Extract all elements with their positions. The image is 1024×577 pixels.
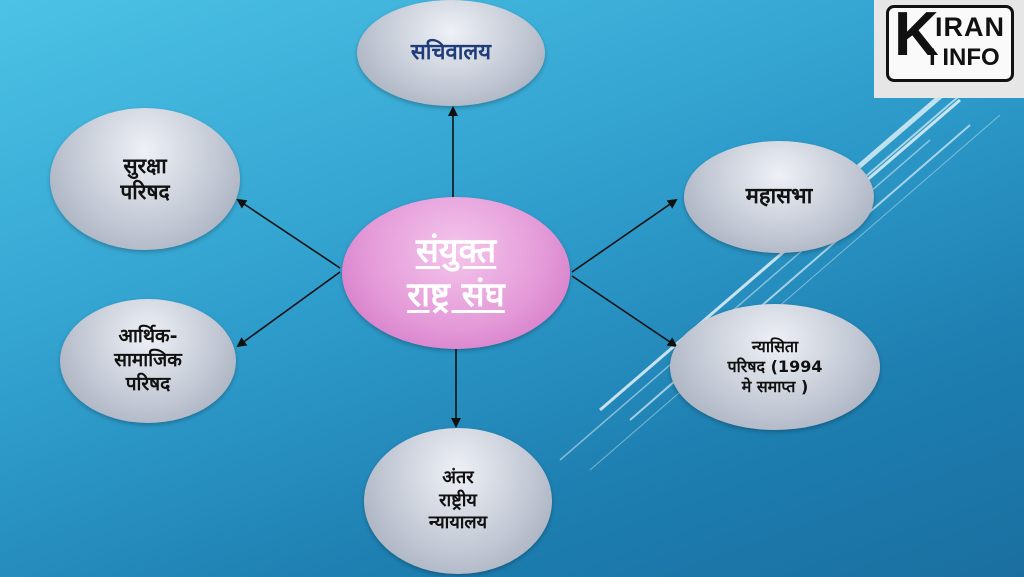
node-united-nations: संयुक्त राष्ट्र संघ [342, 197, 570, 349]
logo-letter-k: K [894, 0, 939, 69]
center-title-line2: राष्ट्र संघ [407, 275, 505, 315]
arrow-to-ecosoc [236, 271, 341, 348]
node-secretariat-label: सचिवालय [410, 40, 492, 66]
center-title-line1: संयुक्त [415, 230, 497, 271]
node-trusteeship-council: न्यासिता परिषद (1994 मे समाप्त ) [670, 304, 880, 430]
node-security-council-label: सुरक्षा परिषद [120, 153, 170, 204]
arrow-to-general-assembly [571, 198, 678, 273]
node-international-court: अंतर राष्ट्रीय न्यायालय [364, 428, 552, 574]
logo-line2: I INFO [929, 44, 1000, 71]
node-secretariat: सचिवालय [357, 0, 545, 106]
node-general-assembly: महासभा [684, 141, 874, 253]
node-security-council: सुरक्षा परिषद [50, 108, 240, 250]
kiran-info-logo: K IRAN I INFO [874, 0, 1024, 98]
logo-frame: K IRAN I INFO [886, 0, 1014, 82]
node-international-court-label: अंतर राष्ट्रीय न्यायालय [428, 467, 488, 534]
node-ecosoc: आर्थिक- सामाजिक परिषद [60, 299, 236, 423]
center-title: संयुक्त राष्ट्र संघ [407, 229, 504, 317]
node-trusteeship-council-label: न्यासिता परिषद (1994 मे समाप्त ) [727, 337, 823, 396]
node-ecosoc-label: आर्थिक- सामाजिक परिषद [114, 325, 182, 395]
node-general-assembly-label: महासभा [745, 184, 813, 210]
logo-line1: IRAN [935, 12, 1005, 42]
arrow-to-trusteeship [571, 275, 678, 348]
arrow-to-security-council [236, 198, 341, 269]
